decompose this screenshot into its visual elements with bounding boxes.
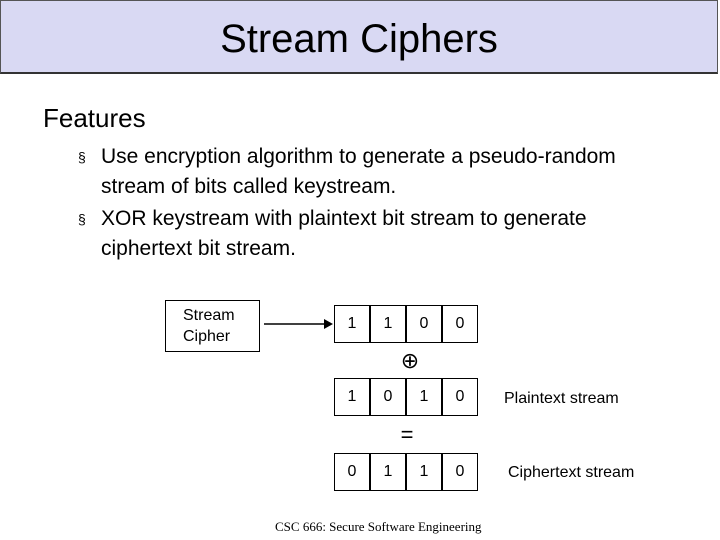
arrow-head xyxy=(324,319,333,329)
bullet-text: Use encryption algorithm to generate a p… xyxy=(101,145,616,198)
ciphertext-bit-2: 1 xyxy=(370,453,406,491)
plaintext-bit-4: 0 xyxy=(442,378,478,416)
features-heading: Features xyxy=(43,103,146,133)
ciphertext-bit-1: 0 xyxy=(334,453,370,491)
plaintext-bit-1: 1 xyxy=(334,378,370,416)
ciphertext-bit-3: 1 xyxy=(406,453,442,491)
cipher-box-line-2: Cipher xyxy=(183,328,231,345)
equals-symbol: = xyxy=(400,422,414,447)
arrow-icon xyxy=(264,319,333,329)
title-bar: Stream Ciphers xyxy=(0,0,718,74)
plaintext-bit-3: 1 xyxy=(406,378,442,416)
bullet-text: XOR keystream with plaintext bit stream … xyxy=(101,207,587,260)
footer-text: CSC 666: Secure Software Engineering xyxy=(275,519,482,534)
xor-symbol: ⊕ xyxy=(400,348,420,373)
keystream-bit-3: 0 xyxy=(406,305,442,343)
stream-cipher-box: Stream Cipher xyxy=(165,300,260,352)
keystream-bit-1: 1 xyxy=(334,305,370,343)
bullet-marker: § xyxy=(78,211,86,227)
keystream-bit-4: 0 xyxy=(442,305,478,343)
plaintext-bit-2: 0 xyxy=(370,378,406,416)
bullet-marker: § xyxy=(78,149,86,165)
cipher-box-line-1: Stream xyxy=(183,307,235,324)
ciphertext-bit-4: 0 xyxy=(442,453,478,491)
slide-title: Stream Ciphers xyxy=(220,17,498,61)
keystream-bit-2: 1 xyxy=(370,305,406,343)
plaintext-label: Plaintext stream xyxy=(504,390,619,407)
ciphertext-label: Ciphertext stream xyxy=(508,464,635,481)
